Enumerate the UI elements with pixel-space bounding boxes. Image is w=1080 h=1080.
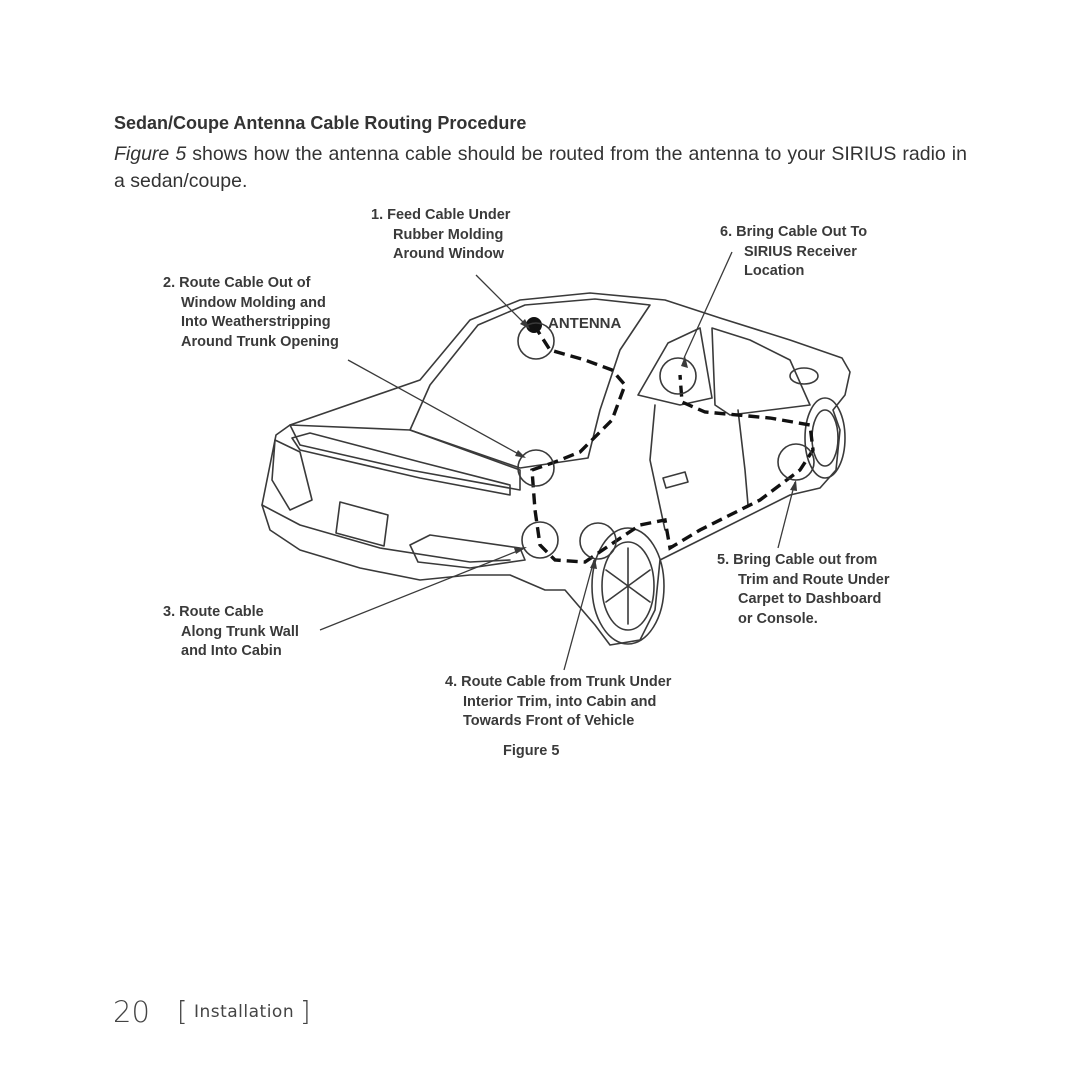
bracket-close: ]	[300, 996, 312, 1028]
arrowhead-5	[790, 480, 797, 491]
door-handle	[662, 471, 689, 489]
antenna-label: ANTENNA	[548, 315, 621, 332]
callout-6: 6. Bring Cable Out To SIRIUS Receiver Lo…	[720, 223, 867, 282]
section-heading: Sedan/Coupe Antenna Cable Routing Proced…	[114, 113, 527, 133]
rear-window-outline	[409, 298, 651, 469]
callout-3-line-1: Route Cable	[179, 604, 264, 620]
leader-5	[777, 481, 796, 549]
callout-6-number: 6.	[720, 224, 733, 240]
door-seam-front	[737, 409, 749, 506]
rear-bumper	[261, 504, 511, 563]
callout-4-number: 4.	[445, 674, 458, 690]
callout-circle-3	[521, 521, 559, 559]
callout-1: 1. Feed Cable Under Rubber Molding Aroun…	[371, 206, 510, 265]
callout-3-number: 3.	[163, 604, 176, 620]
callout-5-line-3: Carpet to Dashboard	[738, 591, 882, 607]
callout-5: 5. Bring Cable out from Trim and Route U…	[717, 551, 889, 629]
arrowhead-4	[590, 558, 597, 569]
trunk-lid	[289, 424, 521, 491]
callout-2-line-3: Into Weatherstripping	[181, 314, 331, 330]
arrowhead-6	[681, 356, 688, 368]
callout-2-line-4: Around Trunk Opening	[181, 333, 339, 350]
callout-3-line-2: Along Trunk Wall	[181, 623, 299, 640]
rear-reflector	[409, 534, 526, 569]
figure-reference: Figure 5	[114, 143, 187, 165]
car-body-outline	[261, 292, 851, 646]
tail-light	[271, 439, 313, 511]
door-seam-rear	[649, 404, 666, 531]
figure-caption: Figure 5	[503, 743, 560, 759]
spoiler	[291, 432, 511, 496]
callout-4: 4. Route Cable from Trunk Under Interior…	[445, 673, 671, 732]
rear-wheel-rim	[601, 541, 655, 631]
callout-1-line-2: Rubber Molding	[393, 226, 504, 243]
callout-5-line-1: Bring Cable out from	[733, 552, 878, 568]
callout-1-line-1: Feed Cable Under	[387, 207, 511, 223]
callout-2-line-1: Route Cable Out of	[179, 275, 311, 291]
callout-2-number: 2.	[163, 275, 176, 291]
section-name: Installation	[193, 1002, 295, 1022]
side-mirror	[789, 367, 819, 385]
callout-6-line-2: SIRIUS Receiver	[744, 243, 857, 260]
callout-1-number: 1.	[371, 207, 384, 223]
callout-2: 2. Route Cable Out of Window Molding and…	[163, 274, 339, 352]
callout-circle-6	[659, 357, 697, 395]
callout-4-line-3: Towards Front of Vehicle	[463, 713, 635, 729]
page-footer: 20 [ Installation ]	[113, 995, 311, 1029]
rear-wheel	[591, 527, 665, 645]
callout-4-line-1: Route Cable from Trunk Under	[461, 674, 672, 690]
callout-3: 3. Route Cable Along Trunk Wall and Into…	[163, 603, 299, 662]
callout-6-line-3: Location	[744, 263, 805, 279]
callout-5-line-2: Trim and Route Under	[738, 571, 890, 588]
rear-side-window	[637, 327, 713, 406]
callout-2-line-2: Window Molding and	[181, 294, 326, 311]
arrowhead-1	[520, 319, 530, 329]
intro-paragraph: Figure 5 shows how the antenna cable sho…	[114, 141, 967, 195]
leader-4	[563, 559, 595, 671]
callout-5-line-4: or Console.	[738, 610, 818, 627]
callout-circle-1	[517, 322, 555, 360]
front-wheel-rim	[811, 409, 839, 467]
intro-text: shows how the antenna cable should be ro…	[114, 143, 967, 192]
cable-route-dashed	[530, 324, 815, 564]
callout-6-line-1: Bring Cable Out To	[736, 224, 868, 240]
callout-5-number: 5.	[717, 552, 730, 568]
callout-1-line-3: Around Window	[393, 246, 505, 262]
leader-3	[319, 547, 526, 631]
section-label: [ Installation ]	[177, 997, 311, 1028]
callout-circle-4	[579, 522, 617, 560]
rear-wheel-spokes	[605, 547, 651, 625]
callout-circle-2	[517, 449, 555, 487]
bracket-open: [	[177, 996, 189, 1028]
front-side-window	[711, 327, 811, 416]
callout-3-line-3: and Into Cabin	[181, 643, 282, 659]
front-wheel	[804, 397, 846, 479]
leader-1	[475, 274, 529, 328]
leader-2	[347, 359, 525, 458]
callout-4-line-2: Interior Trim, into Cabin and	[463, 693, 657, 710]
page-number: 20	[113, 995, 150, 1029]
arrowhead-2	[515, 450, 526, 458]
license-plate	[335, 501, 389, 547]
arrowhead-3	[514, 547, 527, 554]
leader-6	[683, 251, 733, 359]
